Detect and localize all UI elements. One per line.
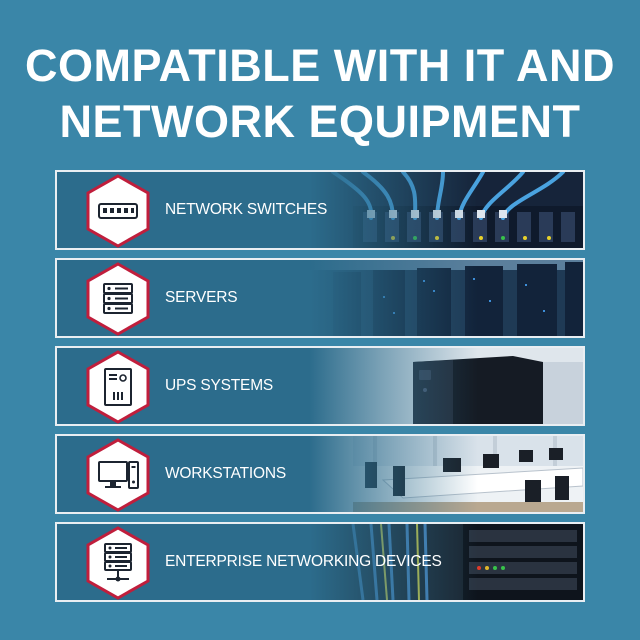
list-item-enterprise-networking-devices: ENTERPRISE NETWORKING DEVICES — [55, 522, 585, 602]
equipment-list: NETWORK SWITCHES — [55, 170, 585, 610]
list-item-network-switches: NETWORK SWITCHES — [55, 170, 585, 250]
workstation-icon — [85, 438, 151, 512]
item-label: NETWORK SWITCHES — [165, 201, 328, 218]
enterprise-network-icon — [85, 526, 151, 600]
item-label: SERVERS — [165, 289, 238, 306]
title-line-2: NETWORK EQUIPMENT — [59, 96, 581, 147]
page-title: COMPATIBLE WITH IT AND NETWORK EQUIPMENT — [0, 38, 640, 150]
list-item-workstations: WORKSTATIONS — [55, 434, 585, 514]
title-line-1: COMPATIBLE WITH IT AND — [24, 40, 616, 91]
network-switch-icon — [85, 174, 151, 248]
list-item-ups-systems: UPS SYSTEMS — [55, 346, 585, 426]
item-label: ENTERPRISE NETWORKING DEVICES — [165, 553, 442, 570]
list-item-servers: SERVERS — [55, 258, 585, 338]
item-label: WORKSTATIONS — [165, 465, 287, 482]
server-rack-icon — [85, 262, 151, 336]
item-label: UPS SYSTEMS — [165, 377, 274, 394]
ups-icon — [85, 350, 151, 424]
